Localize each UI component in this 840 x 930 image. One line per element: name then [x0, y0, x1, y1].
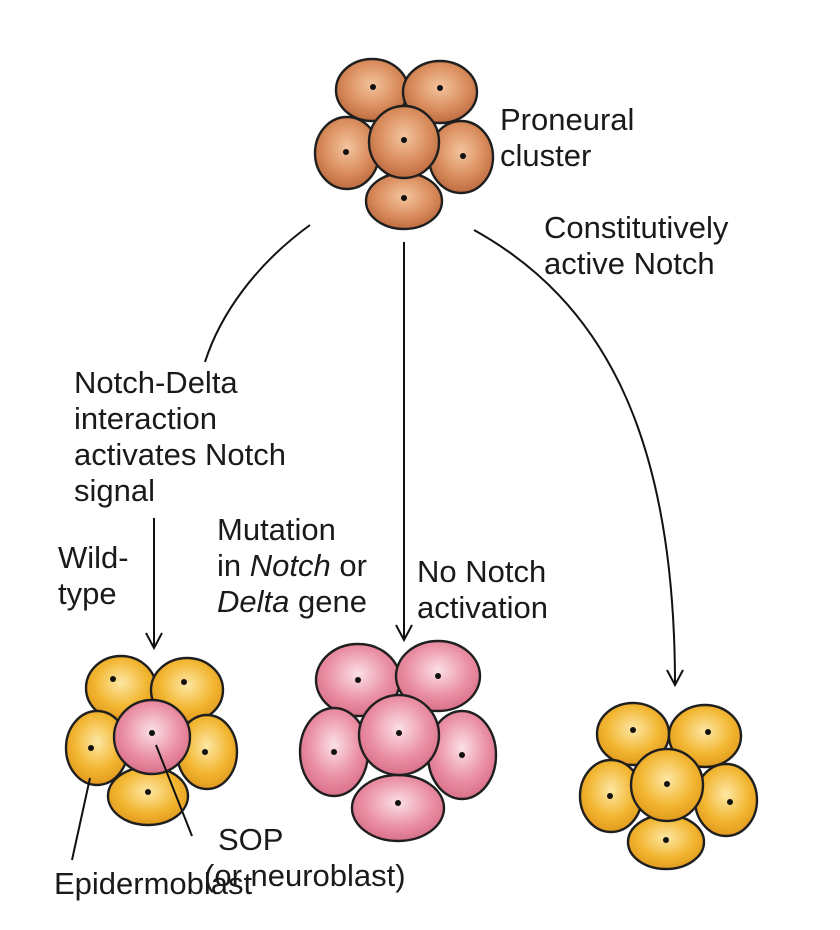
mutant-cluster [298, 639, 498, 843]
arrowhead-mutation [395, 624, 413, 643]
leader-sop [155, 744, 193, 837]
label-mutation: Mutation in Notch or Delta gene [217, 512, 367, 619]
proneural-cell [401, 59, 479, 125]
sop-cell [112, 698, 192, 776]
pathway-arrows [145, 224, 684, 688]
arrow-constitutive [473, 229, 676, 686]
label-constitutively-active-notch: Constitutively active Notch [544, 210, 729, 281]
label-no-notch-activation: No Notch activation [417, 554, 548, 625]
constitutive-cluster [578, 701, 759, 871]
arrowhead-constitutive [666, 669, 684, 688]
label-notch-delta-interaction: Notch-Delta interaction activates Notch … [74, 365, 286, 508]
epidermoblast-cell [693, 762, 759, 838]
proneural-cluster [313, 57, 495, 231]
label-proneural-cluster: Proneural cluster [500, 102, 635, 173]
leader-epidermoblast [71, 777, 91, 861]
mutation-line-3: Delta gene [217, 584, 367, 619]
epidermoblast-cell [667, 703, 743, 769]
wild-type-cluster [64, 654, 239, 861]
label-wild-type: Wild- type [58, 540, 129, 611]
label-sop: SOP (or neuroblast) [204, 822, 406, 893]
arrow-wild-type-branch [204, 224, 311, 363]
mutation-line-2: in Notch or [217, 548, 367, 583]
arrowhead-wild-type [145, 632, 163, 651]
label-epidermoblast: Epidermoblast [54, 866, 253, 901]
